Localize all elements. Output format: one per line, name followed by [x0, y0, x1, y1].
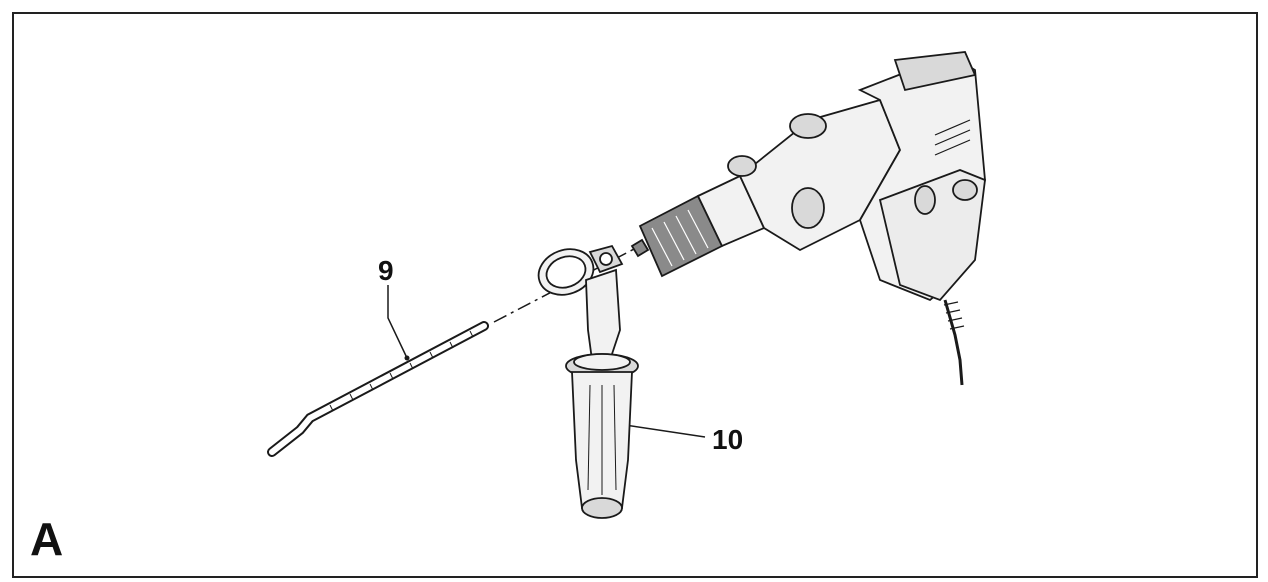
callout-label-9: 9 [378, 255, 394, 286]
panel-label: A [30, 513, 64, 565]
side-handle [537, 244, 639, 519]
leader-line-10 [622, 422, 706, 438]
drill-body [630, 51, 986, 386]
figure-frame [12, 12, 1258, 578]
leader-line-9 [387, 285, 410, 361]
callout-label-10: 10 [712, 424, 744, 455]
depth-gauge-rod [267, 321, 489, 457]
